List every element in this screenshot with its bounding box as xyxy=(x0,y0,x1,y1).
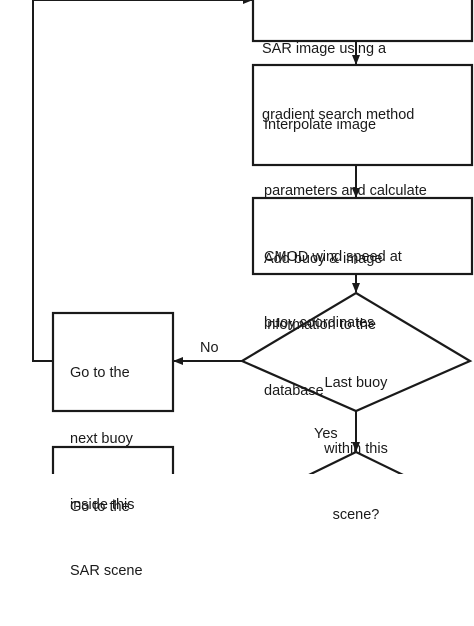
box-gradient-search-line-1: SAR image using a xyxy=(262,41,387,57)
box-next-buoy-line-2: next buoy xyxy=(70,431,133,447)
box-gradient-search-line-2: gradient search method xyxy=(262,107,415,123)
box-go-to-bottom-line-1: Go to the xyxy=(70,499,130,515)
box-next-buoy-line-4: SAR scene xyxy=(70,563,143,579)
decision-last-buoy-line-3: scene? xyxy=(332,507,380,523)
box-add-buoy-text: Add buoy & image information to the data… xyxy=(264,204,383,446)
decision-last-buoy-line-1: Last buoy xyxy=(324,375,388,391)
edge-label-no: No xyxy=(200,340,219,356)
flowchart-shapes xyxy=(32,0,474,474)
box-add-buoy-line-2: information to the xyxy=(264,317,377,333)
arrow-loop-back xyxy=(32,0,253,362)
flowchart: SAR image using a gradient search method… xyxy=(32,0,474,579)
box-add-buoy xyxy=(251,196,474,276)
box-gradient-search-text: SAR image using a gradient search method xyxy=(262,0,414,170)
box-interpolate xyxy=(251,63,474,167)
box-gradient-search xyxy=(251,0,474,43)
box-add-buoy-line-1: Add buoy & image xyxy=(264,251,383,267)
box-add-buoy-line-3: database xyxy=(264,383,324,399)
box-interpolate-line-3: CMOD wind speed at xyxy=(264,249,402,265)
box-interpolate-line-1: Interpolate image xyxy=(264,117,377,133)
box-next-buoy-line-1: Go to the xyxy=(70,365,130,381)
box-interpolate-line-4: buoy coordinates xyxy=(264,315,375,331)
edge-label-yes: Yes xyxy=(314,426,338,442)
box-interpolate-text: Interpolate image parameters and calcula… xyxy=(264,70,427,378)
box-interpolate-line-2: parameters and calculate xyxy=(264,183,427,199)
decision-last-buoy-line-2: within this xyxy=(324,441,388,457)
decision-bottom xyxy=(308,450,404,474)
decision-last-buoy-text: Last buoy within this scene? xyxy=(306,328,406,570)
box-go-to-bottom xyxy=(51,445,175,474)
box-next-buoy xyxy=(51,311,175,413)
box-go-to-bottom-text: Go to the xyxy=(70,452,130,562)
